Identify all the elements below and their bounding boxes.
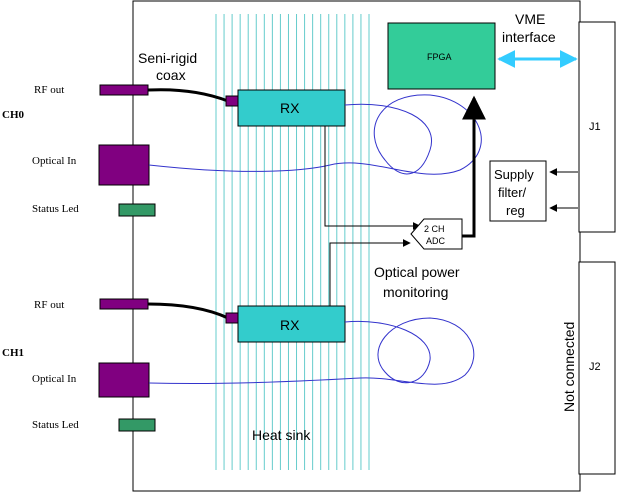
status-led-label-ch1: Status Led [32, 419, 79, 431]
coax-connector-ch0 [225, 95, 239, 107]
optical-power-label-line2: monitoring [383, 284, 448, 300]
coax-label-line1: Seni-rigid [138, 50, 197, 66]
supply-label-line3: reg [506, 203, 525, 218]
j1-label: J1 [589, 121, 601, 133]
status-led-label-ch0: Status Led [32, 203, 79, 215]
supply-label-line1: Supply [494, 167, 534, 182]
optical-power-label-line1: Optical power [374, 264, 460, 280]
optical-in-label-ch0: Optical In [32, 155, 77, 167]
vme-label-line1: VME [515, 11, 545, 27]
optical-fiber-ch1 [148, 317, 475, 385]
adc-label-line1: 2 CH [424, 224, 445, 234]
rx-label-ch1: RX [280, 317, 300, 333]
j2-label: J2 [589, 361, 601, 373]
adc-label-line2: ADC [426, 236, 446, 246]
not-connected-label: Not connected [561, 322, 577, 412]
rx-block-ch0 [237, 89, 346, 127]
channel-label-ch1: CH1 [2, 347, 24, 359]
optical-in-label-ch1: Optical In [32, 373, 77, 385]
rf-out-label-ch1: RF out [34, 299, 64, 311]
connector-j2 [578, 261, 616, 475]
channel-label-ch0: CH0 [2, 109, 25, 121]
adc-block [410, 218, 463, 250]
monitor-line-ch1 [329, 239, 411, 306]
coax-label-line2: coax [156, 67, 186, 83]
supply-filter-block [489, 160, 547, 222]
status-led-ch1 [118, 418, 156, 432]
adc-to-fpga-arrow [462, 95, 486, 238]
supply-label-line2: filter/ [498, 185, 527, 200]
status-led-ch0 [118, 203, 156, 217]
optical-fiber-ch0 [148, 94, 482, 175]
board-outline [132, 0, 581, 492]
coax-cable-ch1 [147, 302, 229, 320]
fpga-block [387, 22, 496, 90]
heat-sink-label: Heat sink [252, 427, 311, 443]
vme-label-line2: interface [502, 29, 556, 45]
coax-connector-ch1 [225, 312, 239, 324]
rf-out-label-ch0: RF out [34, 84, 64, 96]
monitor-line-ch0 [324, 126, 421, 230]
connector-j1 [578, 21, 616, 233]
rx-block-ch1 [237, 305, 346, 343]
optical-in-connector-ch1 [98, 362, 150, 398]
rf-out-connector-ch1 [99, 298, 149, 310]
rf-out-connector-ch0 [99, 84, 149, 96]
optical-in-connector-ch0 [98, 144, 150, 186]
rx-label-ch0: RX [280, 100, 300, 116]
fpga-label: FPGA [427, 52, 452, 62]
coax-cable-ch0 [147, 88, 229, 103]
